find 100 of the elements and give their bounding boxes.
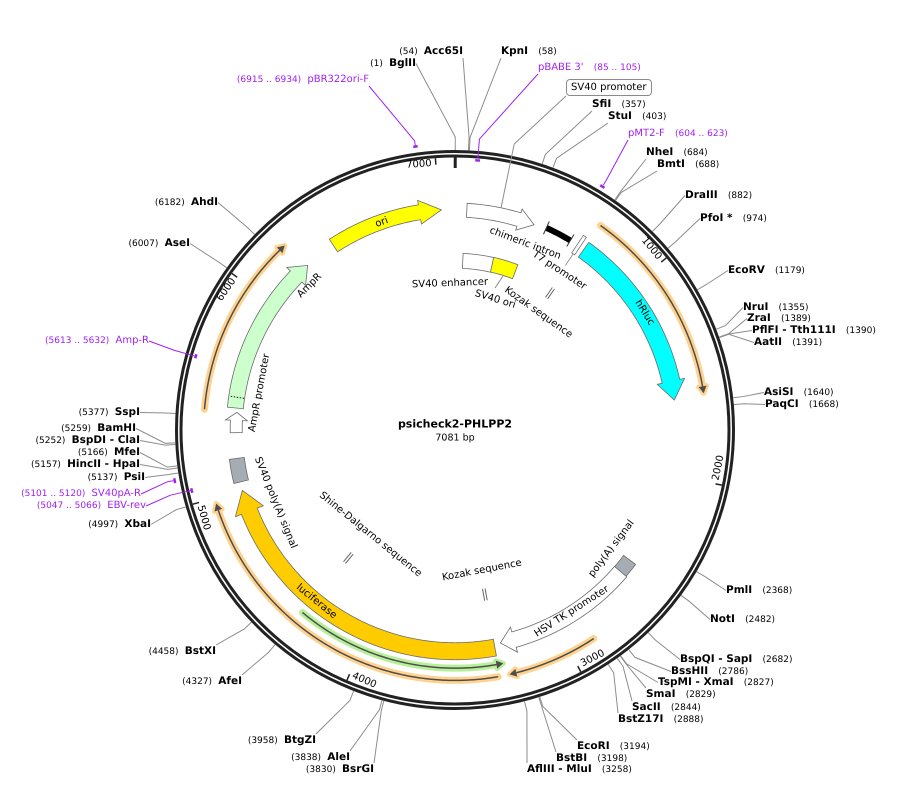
- leader-line: [538, 696, 556, 752]
- restriction-site-label: NheI (684): [646, 146, 708, 159]
- leader-line: [494, 276, 504, 289]
- leader-line: [136, 428, 176, 444]
- orf-track: [596, 222, 709, 396]
- leader-line: [552, 122, 608, 168]
- leader-line: [539, 696, 578, 740]
- primer-mark: [172, 476, 176, 484]
- restriction-site-label: KpnI (58): [501, 45, 557, 58]
- restriction-site-label: (6182) AhdI: [154, 196, 218, 209]
- primer-label: (5613 .. 5632) Amp-R: [45, 335, 149, 347]
- primer-label: pMT2-F (604 .. 623): [628, 128, 728, 140]
- restriction-site-label: NruI (1355): [743, 301, 808, 314]
- leader-line: [615, 170, 658, 202]
- leader-line: [140, 440, 176, 446]
- leader-line: [150, 506, 186, 525]
- plasmid-name: psicheck2-PHLPP2: [398, 418, 512, 430]
- leader-line: [140, 464, 178, 470]
- restriction-site-label: (4997) XbaI: [88, 518, 151, 531]
- tick-label: 2000: [710, 454, 728, 482]
- leader-line: [146, 490, 192, 506]
- leader-line: [732, 392, 764, 398]
- leader-line: [144, 472, 179, 478]
- leader-line: [733, 403, 766, 406]
- leader-line: [468, 58, 502, 151]
- primer-label: (5101 .. 5120) SV40pA-R: [21, 488, 141, 500]
- restriction-site-label: (4458) BstXI: [148, 645, 216, 658]
- restriction-site-label: EcoRV (1179): [728, 264, 805, 277]
- leader-line: [602, 140, 628, 186]
- primer-label: (5047 .. 5066) EBV-rev: [36, 500, 146, 512]
- leader-line: [652, 195, 686, 232]
- feature-label: AmpR promoter: [246, 352, 274, 434]
- leader-line: [616, 658, 632, 702]
- primer-mark: [190, 486, 194, 494]
- leader-line: [462, 58, 470, 151]
- restriction-site-label: SfiI (357): [592, 98, 646, 111]
- leader-line: [140, 480, 174, 494]
- restriction-site-label: PaqCI (1668): [765, 398, 839, 411]
- restriction-site-label: (5157) HincII - HpaI: [31, 458, 140, 471]
- restriction-site-label: BstZ17I (2888): [618, 713, 704, 726]
- restriction-site-label: ZraI (1389): [747, 312, 811, 325]
- leader-line: [716, 307, 744, 330]
- restriction-site-label: BssHII (2786): [671, 665, 748, 678]
- restriction-site-label: BstBI (3198): [556, 752, 628, 765]
- leader-line: [542, 110, 592, 164]
- leader-line: [620, 655, 658, 683]
- restriction-site-label: (6007) AseI: [128, 237, 190, 250]
- leader-line: [524, 700, 528, 764]
- leader-line: [620, 656, 646, 688]
- restriction-site-label: TspMI - XmaI (2827): [658, 676, 774, 689]
- restriction-site-label: PflFI - Tth111I (1390): [752, 324, 876, 337]
- restriction-site-label: AatII (1391): [754, 336, 822, 349]
- leader-line: [718, 334, 754, 343]
- leader-line: [148, 340, 196, 357]
- leader-line: [374, 700, 384, 764]
- restriction-site-label: EcoRI (3194): [577, 740, 650, 753]
- leader-line: [477, 74, 538, 160]
- restriction-site-label: NotI (2482): [710, 613, 776, 626]
- leader-line: [718, 318, 748, 338]
- leader-line: [368, 86, 416, 146]
- leader-line: [500, 96, 566, 208]
- leader-line: [608, 664, 618, 714]
- tick-label: 4000: [350, 670, 379, 692]
- tick-label: 7000: [406, 158, 433, 172]
- leader-line: [242, 644, 276, 676]
- leader-line: [140, 452, 178, 468]
- leader-line: [667, 218, 700, 249]
- leader-line: [350, 700, 382, 752]
- leader-line: [316, 690, 354, 734]
- restriction-site-label: (5377) SspI: [78, 406, 140, 419]
- leader-line: [190, 243, 228, 268]
- primer-label: (6915 .. 6934) pBR322ori-F: [236, 74, 369, 86]
- restriction-site-label: SacII (2844): [632, 701, 701, 714]
- restriction-site-label: (3830) BsrGI: [306, 763, 374, 776]
- primer-mark: [599, 184, 606, 189]
- feature-callout: SV40 promoter: [566, 79, 652, 96]
- leader-line: [648, 632, 680, 660]
- restriction-site-label: AflIII - MluI (3258): [527, 763, 632, 776]
- leader-line: [696, 270, 728, 290]
- feature-label: Kozak sequence: [441, 558, 523, 584]
- tick-label: 5000: [194, 504, 212, 532]
- leader-line: [696, 571, 726, 591]
- primer-mark: [412, 145, 419, 148]
- primer-label: pBABE 3' (85 .. 105): [538, 62, 641, 74]
- leader-line: [718, 330, 752, 338]
- restriction-site-label: (5137) PsiI: [88, 471, 145, 484]
- tick-label: 3000: [578, 648, 607, 670]
- leader-line: [628, 649, 672, 672]
- restriction-site-label: (1) BglII: [370, 57, 416, 70]
- restriction-site-label: SmaI (2829): [646, 688, 716, 701]
- leader-line: [614, 158, 646, 200]
- restriction-site-label: (5166) MfeI: [78, 446, 140, 459]
- restriction-site-label: (4327) AfeI: [182, 675, 242, 688]
- leader-line: [140, 412, 176, 414]
- restriction-site-label: DraIII (882): [685, 189, 752, 202]
- restriction-site-label: (3958) BtgZI: [248, 734, 316, 747]
- leader-line: [416, 63, 456, 150]
- restriction-site-label: AsiSI (1640): [764, 386, 834, 399]
- restriction-site-label: (5259) BamHI: [61, 422, 136, 435]
- feature-label: SV40 enhancer: [412, 276, 488, 290]
